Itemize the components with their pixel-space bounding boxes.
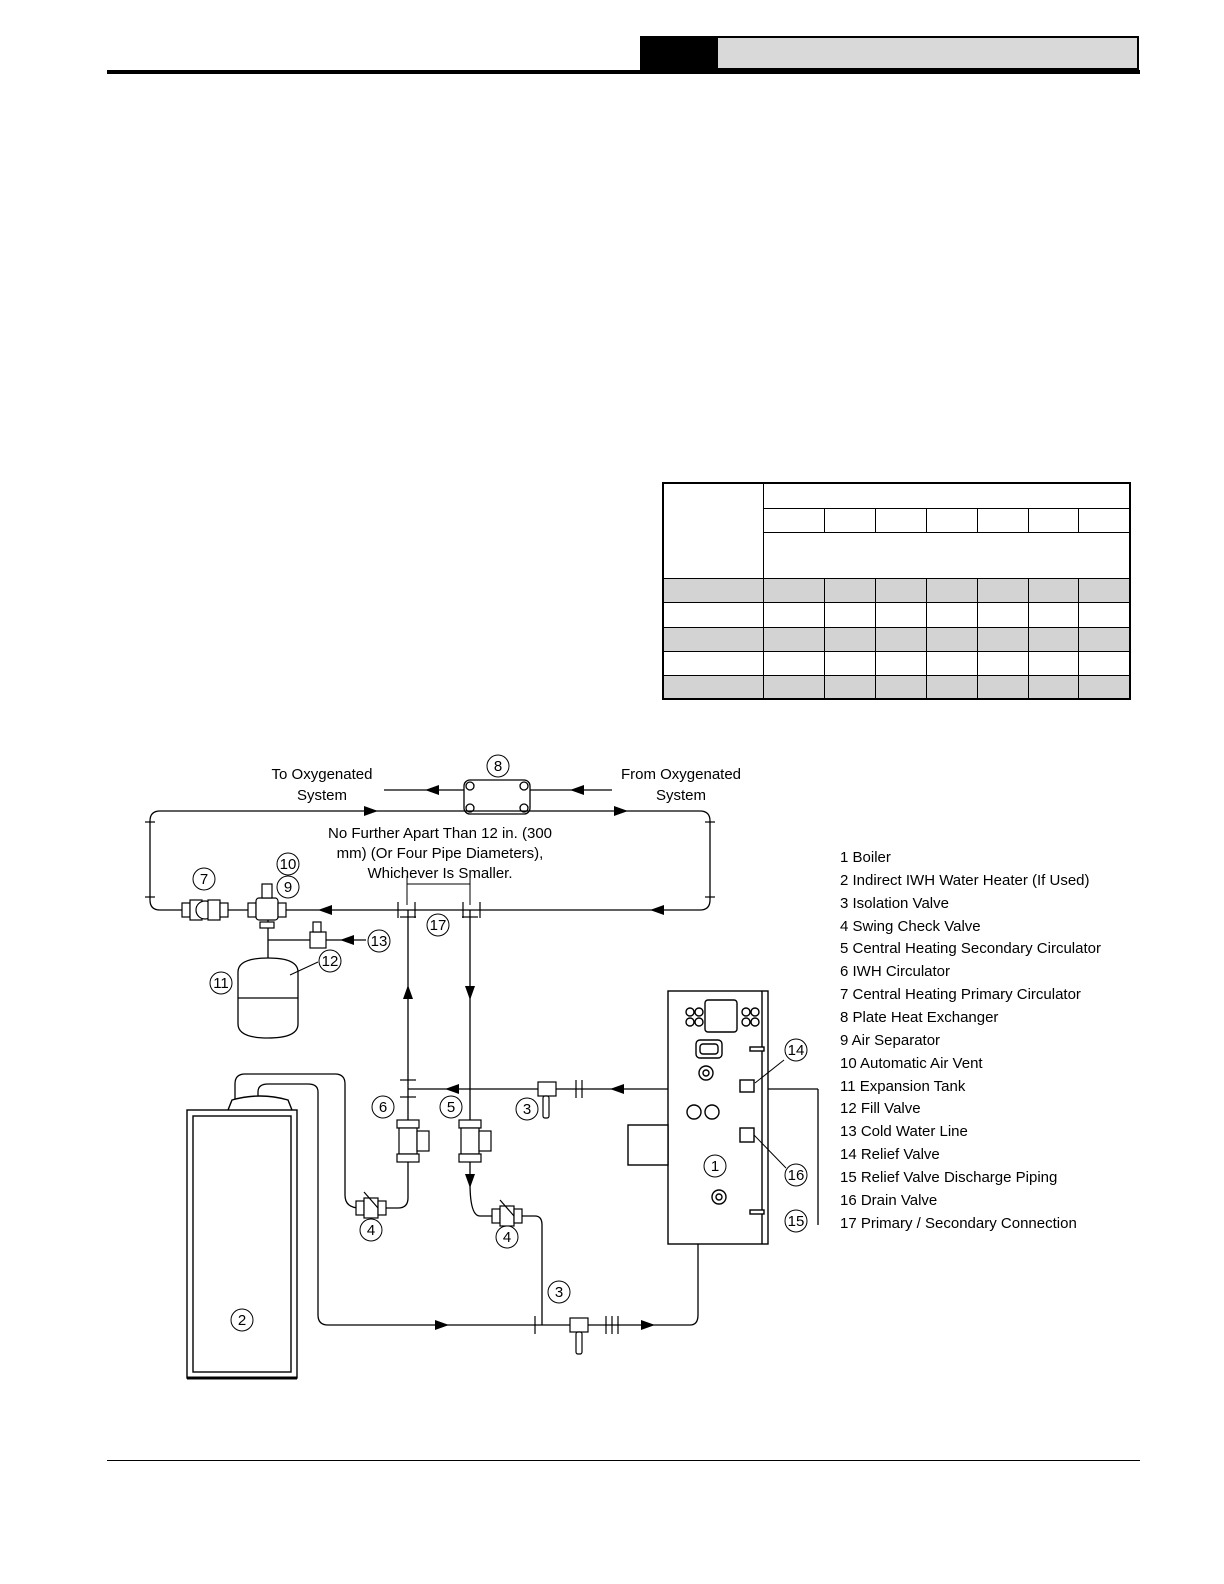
svg-text:10: 10 [280,856,297,873]
callout-3: 3 [547,1280,571,1304]
secondary-circulator [458,1119,492,1163]
pipe-joints [145,821,715,1334]
table-row [662,601,1131,628]
callout-3: 3 [515,1097,539,1121]
spec-table [662,482,1132,700]
callout-10: 10 [276,852,300,876]
legend-item: 13 Cold Water Line [840,1123,968,1140]
legend-item: 17 Primary / Secondary Connection [840,1215,1077,1232]
callout-8: 8 [486,754,510,778]
legend: 1 Boiler 2 Indirect IWH Water Heater (If… [840,849,1101,1232]
legend-item: 5 Central Heating Secondary Circulator [840,940,1101,957]
svg-text:11: 11 [213,975,229,992]
svg-text:7: 7 [200,871,208,888]
legend-item: 14 Relief Valve [840,1146,940,1163]
svg-text:15: 15 [788,1213,805,1230]
leader-lines [289,961,787,1169]
callout-12: 12 [318,949,342,973]
svg-text:4: 4 [367,1222,375,1239]
svg-text:1: 1 [711,1158,719,1175]
callout-4: 4 [359,1218,383,1242]
diagram-labels: To Oxygenated System From Oxygenated Sys… [272,766,741,882]
legend-item: 8 Plate Heat Exchanger [840,1009,998,1026]
svg-text:16: 16 [788,1167,805,1184]
table-header-row [663,531,1131,579]
svg-text:4: 4 [503,1229,511,1246]
svg-text:13: 13 [371,933,388,950]
table-header-cell [823,507,876,533]
legend-item: 4 Swing Check Valve [840,918,981,935]
callout-17: 17 [426,913,450,937]
indirect-water-heater [186,1095,298,1380]
svg-text:12: 12 [322,953,339,970]
section-number-box [640,36,718,70]
svg-text:6: 6 [379,1099,387,1116]
callout-2: 2 [230,1308,254,1332]
fill-valve [309,921,327,949]
legend-item: 9 Air Separator [840,1032,940,1049]
legend-item: 15 Relief Valve Discharge Piping [840,1169,1057,1186]
spacing-dimension [406,876,471,905]
table-header-cell [662,482,764,579]
svg-text:3: 3 [523,1101,531,1118]
callout-11: 11 [209,971,233,995]
svg-text:5: 5 [447,1099,455,1116]
callout-7: 7 [192,867,216,891]
from-system-label: From Oxygenated [621,766,741,783]
svg-text:8: 8 [494,758,502,775]
callouts: 1 2 3 3 4 4 5 6 7 8 9 10 11 12 13 14 15 … [192,754,808,1332]
table-row [662,674,1131,700]
callout-6: 6 [371,1095,395,1119]
iwh-circulator [396,1119,430,1163]
svg-text:9: 9 [284,879,292,896]
spacing-note: Whichever Is Smaller. [367,865,512,882]
callout-15: 15 [784,1209,808,1233]
svg-text:17: 17 [430,917,447,934]
spacing-note: No Further Apart Than 12 in. (300 [328,825,552,842]
expansion-tank [237,957,299,1039]
isolation-valve [569,1317,589,1355]
to-system-label: To Oxygenated [272,766,373,783]
callout-5: 5 [439,1095,463,1119]
spacing-note: mm) (Or Four Pipe Diameters), [337,845,544,862]
legend-item: 10 Automatic Air Vent [840,1055,983,1072]
callout-1: 1 [703,1154,727,1178]
table-row [662,577,1131,603]
callout-16: 16 [784,1163,808,1187]
swing-check-valve [355,1191,387,1219]
header-rule [107,70,1140,74]
legend-item: 1 Boiler [840,849,891,866]
callout-4: 4 [495,1225,519,1249]
callout-14: 14 [784,1038,808,1062]
legend-item: 7 Central Heating Primary Circulator [840,986,1081,1003]
swing-check-valve [491,1199,523,1227]
legend-item: 3 Isolation Valve [840,895,949,912]
boiler [627,990,769,1245]
table-header-cell [976,507,1029,533]
callout-13: 13 [367,929,391,953]
svg-text:14: 14 [788,1042,805,1059]
table-header-row [663,507,1131,533]
legend-item: 2 Indirect IWH Water Heater (If Used) [840,872,1090,889]
table-header-cell [1077,507,1131,533]
legend-item: 16 Drain Valve [840,1192,937,1209]
svg-text:3: 3 [555,1284,563,1301]
legend-item: 6 IWH Circulator [840,963,950,980]
table-header-cell [762,531,1131,579]
primary-circulator [181,899,229,921]
from-system-label: System [656,787,706,804]
plate-heat-exchanger [463,779,531,815]
svg-text:2: 2 [238,1312,246,1329]
to-system-label: System [297,787,347,804]
isolation-valve [537,1081,557,1119]
section-title-bar [718,36,1139,70]
legend-item: 11 Expansion Tank [840,1078,966,1095]
callout-9: 9 [276,875,300,899]
air-separator [247,883,287,929]
footer-rule [107,1460,1140,1461]
table-row [662,626,1131,652]
legend-item: 12 Fill Valve [840,1100,921,1117]
